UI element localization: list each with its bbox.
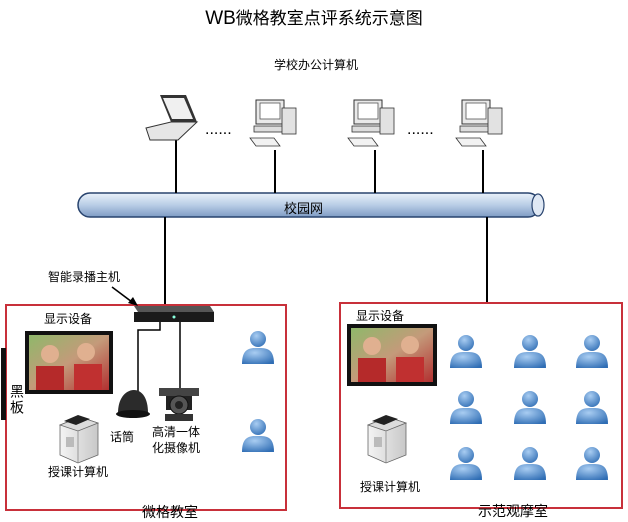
recording-host-label: 智能录播主机 xyxy=(48,270,121,284)
desktop-computer-icon xyxy=(249,99,297,147)
ellipsis-dots-right: ...... xyxy=(407,121,434,138)
campus-network-bus xyxy=(77,192,545,218)
camera-icon xyxy=(159,388,199,421)
desktop-computer-icon xyxy=(347,99,395,147)
teaching-computer-icon xyxy=(367,414,407,464)
person-icon xyxy=(576,447,608,480)
school-office-label: 学校办公计算机 xyxy=(274,58,359,72)
person-icon xyxy=(450,391,482,424)
person-icon xyxy=(514,391,546,424)
demo-room-box xyxy=(339,302,623,509)
teaching-computer-icon xyxy=(59,414,99,464)
recording-host-icon xyxy=(134,306,214,322)
teaching-computer-label-left: 授课计算机 xyxy=(48,465,109,479)
diagram-title: WB微格教室点评系统示意图 xyxy=(0,4,628,30)
person-icon xyxy=(242,419,274,452)
connection-lines xyxy=(164,140,488,305)
person-icon xyxy=(450,447,482,480)
blackboard-label: 黑板 xyxy=(8,384,24,416)
ellipsis-dots-left: ...... xyxy=(205,121,232,138)
blackboard-bar xyxy=(1,348,6,420)
micro-classroom-label: 微格教室 xyxy=(142,505,198,521)
monitor-icon xyxy=(25,331,113,394)
microphone-icon xyxy=(116,390,150,418)
title-prefix: WB xyxy=(205,8,236,29)
monitor-icon xyxy=(347,324,437,386)
camera-label: 高清一体化摄像机 xyxy=(152,425,201,455)
person-icon xyxy=(576,391,608,424)
person-icon xyxy=(576,335,608,368)
display-device-label-right: 显示设备 xyxy=(356,309,405,323)
av-cables xyxy=(137,322,181,392)
teaching-computer-label-right: 授课计算机 xyxy=(360,480,421,494)
demo-room-label: 示范观摩室 xyxy=(478,504,548,520)
display-device-label-left: 显示设备 xyxy=(44,312,93,326)
person-icon xyxy=(514,447,546,480)
person-icon xyxy=(450,335,482,368)
person-icon xyxy=(514,335,546,368)
desktop-computer-icon xyxy=(455,99,503,147)
host-pointer-arrow xyxy=(111,286,138,306)
laptop-icon xyxy=(145,95,199,141)
person-icon xyxy=(242,331,274,364)
microphone-label: 话筒 xyxy=(110,430,135,444)
title-main: 微格教室点评系统示意图 xyxy=(235,9,423,29)
campus-network-label: 校园网 xyxy=(284,202,324,217)
